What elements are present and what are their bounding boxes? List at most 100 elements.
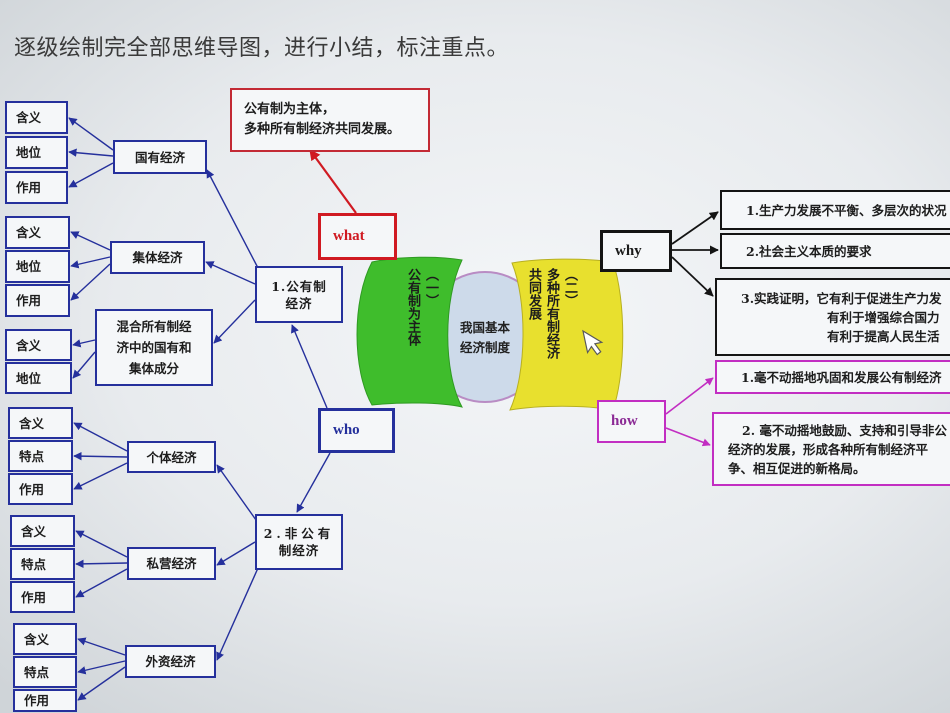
right-banner-text: （二） 多种所有制经济 共同发展	[524, 268, 578, 359]
leaf-collective-meaning: 含义	[5, 216, 70, 249]
core-label-line-1: 我国基本	[459, 320, 510, 335]
why-reason-3-line-3: 有利于提高人民生活	[827, 328, 940, 344]
leaf-label: 含义	[16, 110, 42, 125]
leaf-label: 含义	[24, 631, 50, 647]
core-label-line-2: 经济制度	[459, 340, 510, 355]
leaf-foreign-role: 作用	[13, 689, 77, 712]
non-public-economy-line-1: 2.非公有	[263, 526, 335, 541]
how-measure-2-line-3: 争、相互促进的新格局。	[728, 460, 866, 476]
mouse-cursor-icon	[582, 329, 604, 356]
what-label: what	[333, 228, 365, 244]
leaf-label: 作用	[24, 693, 50, 708]
arrow-mixed-to-status	[72, 351, 96, 379]
who-label: who	[333, 422, 360, 438]
mixed-ownership-line-1: 混合所有制经	[116, 319, 192, 334]
leaf-individual-role: 作用	[8, 473, 73, 505]
why-reason-2: 2.社会主义本质的要求	[720, 233, 950, 269]
public-economy-line-2: 经济	[285, 295, 313, 311]
leaf-label: 特点	[24, 664, 50, 680]
how-measure-2-line-1: 2. 毫不动摇地鼓励、支持和引导非公	[742, 422, 947, 438]
leaf-private-features: 特点	[10, 548, 75, 580]
leaf-state-status: 地位	[5, 136, 68, 169]
leaf-label: 地位	[16, 370, 42, 386]
mixed-ownership-line-2: 济中的国有和	[116, 340, 192, 355]
arrow-non-public-to-private	[216, 541, 256, 566]
arrow-why-to-reason-3	[671, 256, 714, 297]
leaf-mixed-meaning: 含义	[5, 329, 72, 361]
arrow-individual-to-role	[73, 462, 128, 490]
foreign-economy-label: 外资经济	[145, 654, 196, 669]
arrow-how-to-measure-2	[665, 427, 711, 447]
private-economy-label: 私营经济	[146, 556, 197, 571]
arrow-what-to-answer	[309, 149, 357, 214]
state-owned-economy-node: 国有经济	[113, 140, 207, 174]
left-banner-number: （一）	[423, 268, 438, 307]
leaf-label: 作用	[21, 589, 47, 605]
arrow-state-to-role	[68, 162, 114, 188]
why-reason-3-line-1: 3.实践证明，它有利于促进生产力发	[741, 290, 942, 306]
arrow-private-to-features	[75, 559, 128, 569]
mixed-ownership-line-3: 集体成分	[128, 361, 179, 376]
what-answer-line-1: 公有制为主体，	[244, 102, 336, 117]
leaf-foreign-meaning: 含义	[13, 623, 77, 655]
leaf-label: 作用	[19, 481, 45, 497]
how-node: how	[597, 400, 666, 443]
arrow-collective-to-role	[70, 263, 111, 301]
arrow-state-to-status	[68, 148, 114, 157]
why-reason-1-text: 1.生产力发展不平衡、多层次的状况	[746, 202, 947, 218]
how-measure-2: 2. 毫不动摇地鼓励、支持和引导非公 经济的发展，形成各种所有制经济平 争、相互…	[712, 412, 950, 486]
arrow-foreign-to-features	[77, 660, 126, 675]
arrow-why-to-reason-1	[671, 211, 719, 245]
page-title: 逐级绘制完全部思维导图，进行小结，标注重点。	[14, 36, 510, 61]
why-reason-3-line-2: 有利于增强综合国力	[827, 309, 940, 325]
core-label: 我国基本 经济制度	[442, 318, 528, 358]
leaf-mixed-status: 地位	[5, 362, 72, 394]
public-economy-line-1: 1.公有制	[271, 278, 327, 294]
arrow-public-to-state	[206, 169, 259, 269]
left-banner-green	[356, 256, 463, 408]
arrow-foreign-to-meaning	[77, 637, 126, 656]
state-owned-economy-label: 国有经济	[134, 149, 185, 165]
individual-economy-label: 个体经济	[146, 449, 197, 465]
leaf-private-meaning: 含义	[10, 515, 75, 547]
arrow-how-to-measure-1	[665, 377, 714, 415]
non-public-economy-node: 2.非公有 制经济	[255, 514, 343, 570]
arrow-mixed-to-meaning	[72, 339, 96, 348]
public-economy-node: 1.公有制 经济	[255, 266, 343, 323]
leaf-label: 作用	[16, 180, 42, 195]
leaf-private-role: 作用	[10, 581, 75, 613]
how-measure-2-line-2: 经济的发展，形成各种所有制经济平	[728, 441, 929, 457]
leaf-label: 作用	[16, 293, 42, 308]
leaf-foreign-features: 特点	[13, 656, 77, 688]
collective-economy-node: 集体经济	[110, 241, 205, 274]
leaf-label: 含义	[19, 415, 45, 431]
left-banner-title: 公有制为主体	[405, 268, 420, 346]
leaf-label: 特点	[21, 556, 47, 572]
leaf-individual-meaning: 含义	[8, 407, 73, 439]
why-reason-2-text: 2.社会主义本质的要求	[746, 243, 872, 259]
what-answer-line-2: 多种所有制经济共同发展。	[244, 122, 401, 137]
foreign-economy-node: 外资经济	[125, 645, 216, 678]
why-label: why	[615, 242, 642, 259]
arrow-non-public-to-foreign	[216, 567, 259, 661]
arrow-private-to-meaning	[75, 530, 128, 558]
left-banner-text: （一） 公有制为主体	[403, 268, 439, 346]
mixed-ownership-node: 混合所有制经 济中的国有和 集体成分	[95, 309, 213, 386]
who-node: who	[318, 408, 395, 453]
arrow-who-to-public	[291, 324, 328, 409]
leaf-state-role: 作用	[5, 171, 68, 204]
how-measure-1-text: 1.毫不动摇地巩固和发展公有制经济	[741, 369, 942, 385]
arrow-public-to-collective	[205, 261, 256, 285]
why-reason-1: 1.生产力发展不平衡、多层次的状况	[720, 190, 950, 230]
arrow-individual-to-meaning	[73, 422, 128, 452]
why-node: why	[600, 230, 672, 272]
right-banner-title-line-1: 多种所有制经济	[544, 268, 559, 359]
right-banner-number: （二）	[562, 268, 577, 307]
individual-economy-node: 个体经济	[127, 441, 216, 473]
arrow-collective-to-meaning	[70, 231, 111, 251]
arrow-foreign-to-role	[77, 666, 126, 701]
right-banner-title-line-2: 共同发展	[526, 268, 541, 320]
leaf-label: 含义	[16, 225, 42, 240]
